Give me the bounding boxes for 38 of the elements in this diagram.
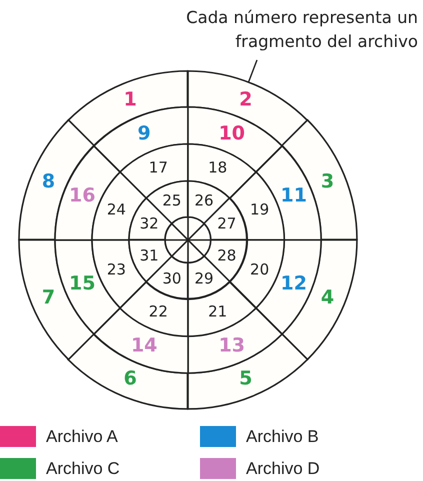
fragment-number: 10 <box>218 124 246 144</box>
fragment-number: 20 <box>250 262 270 278</box>
fragment-number: 32 <box>140 216 159 232</box>
fragment-number: 11 <box>280 186 307 206</box>
leader-line <box>248 60 258 82</box>
fragment-number: 31 <box>140 248 159 264</box>
fragment-number: 2 <box>239 90 252 110</box>
fragment-number: 28 <box>217 248 236 264</box>
fragment-number: 3 <box>320 172 334 192</box>
fragment-number: 21 <box>208 304 228 320</box>
fragment-number: 13 <box>218 336 246 356</box>
fragment-number: 23 <box>106 262 126 278</box>
legend-label: Archivo B <box>246 426 319 446</box>
fragment-number: 24 <box>106 202 126 218</box>
fragment-number: 30 <box>162 271 182 286</box>
fragment-number: 17 <box>148 160 168 176</box>
callout-text: Cada número representa un fragmento del archivo <box>168 6 418 54</box>
legend-label: Archivo C <box>46 458 120 478</box>
fragment-number: 18 <box>208 160 228 176</box>
legend-label: Archivo A <box>46 426 118 446</box>
legend-label: Archivo D <box>246 458 320 478</box>
fragment-number: 16 <box>68 186 96 206</box>
fragment-number: 26 <box>194 194 214 209</box>
fragment-number: 4 <box>320 288 334 308</box>
fragment-number: 15 <box>68 274 96 294</box>
fragment-number: 19 <box>250 202 270 218</box>
fragment-number: 14 <box>130 336 158 356</box>
fragment-number: 1 <box>124 90 137 110</box>
fragment-number: 8 <box>42 172 56 192</box>
fragment-number: 9 <box>138 124 151 144</box>
fragment-number: 6 <box>124 370 137 389</box>
fragment-number: 7 <box>42 288 56 308</box>
fragment-number: 5 <box>239 370 252 389</box>
fragment-number: 27 <box>217 216 236 232</box>
fragment-number: 22 <box>148 304 168 320</box>
fragment-number: 12 <box>280 274 307 294</box>
fragment-number: 29 <box>194 271 214 286</box>
fragment-number: 25 <box>162 194 182 209</box>
